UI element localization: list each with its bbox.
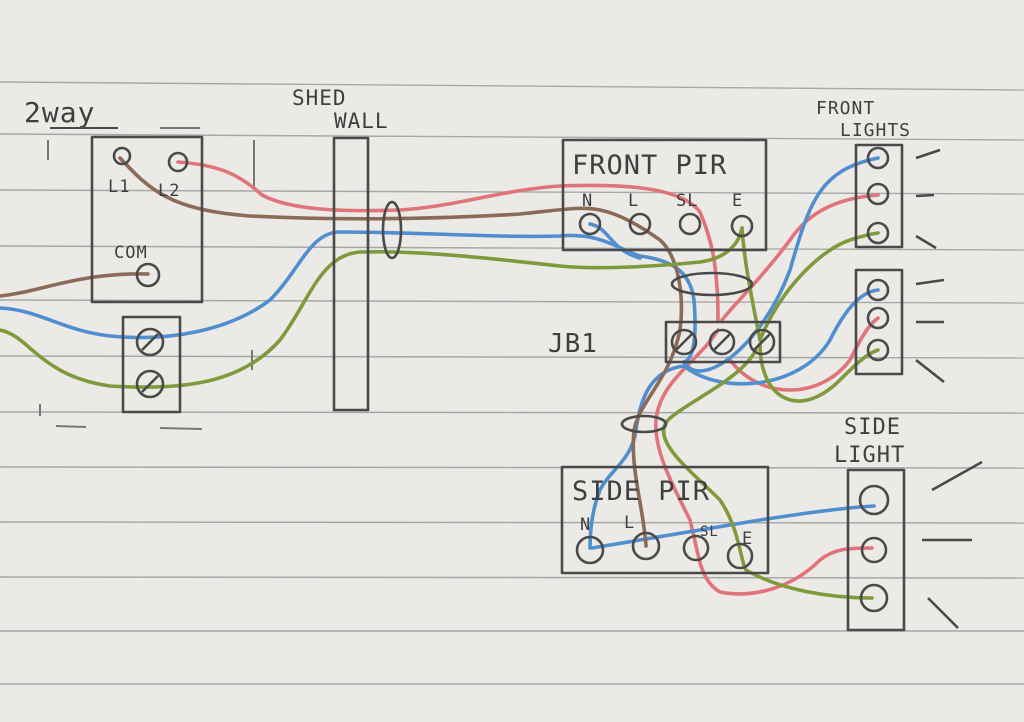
front-light-2-terminal-1 xyxy=(866,278,890,302)
green-wire-jb1-to-side-pir xyxy=(661,348,874,600)
side-pir-l-terminal xyxy=(631,531,661,561)
jb1-terminal-1 xyxy=(670,328,698,356)
front-pir-l-label: L xyxy=(628,191,639,211)
front-pir-sl-label: SL xyxy=(676,191,698,211)
shed-wall-cable-gland xyxy=(381,200,403,260)
side-pir-box xyxy=(560,465,770,575)
front-lights-block-2 xyxy=(854,268,904,376)
side-light-label-line2: LIGHT xyxy=(834,443,905,468)
two-way-switch-l2-terminal xyxy=(167,151,189,173)
blue-wire-jb1-to-side-pir xyxy=(588,364,686,550)
blue-wire-jb1-to-front-lights xyxy=(682,156,880,373)
front-pir-l-terminal xyxy=(628,212,652,236)
connector-terminal-1 xyxy=(135,327,165,357)
front-light-2-terminal-3 xyxy=(866,338,890,362)
front-pir-label: FRONT PIR xyxy=(572,150,727,181)
side-light-label-line1: SIDE xyxy=(844,415,901,440)
jb1-label: JB1 xyxy=(548,329,598,359)
green-wire-jb1-to-front-lights-2 xyxy=(758,342,880,403)
brown-wire-supply-live xyxy=(0,272,150,298)
front-pir-box xyxy=(561,138,768,252)
front-pir-n-label: N xyxy=(582,191,593,211)
side-light-block xyxy=(846,468,906,632)
shed-wall xyxy=(332,136,370,412)
paper-ruled-lines xyxy=(0,81,1024,685)
red-wire-jb1-to-front-lights xyxy=(720,193,880,322)
front-light-1-terminal-2 xyxy=(866,182,890,206)
front-light-1-terminal-1 xyxy=(866,146,890,170)
two-way-switch-com-terminal xyxy=(135,262,161,288)
switch-l2-label: L2 xyxy=(158,181,180,201)
front-pir-e-label: E xyxy=(732,191,743,211)
pencil-marks xyxy=(39,127,255,430)
two-way-label: 2way xyxy=(24,96,95,129)
blue-wire-jb1-to-front-lights-2 xyxy=(682,288,880,386)
red-wire-switch-to-front-pir xyxy=(176,160,720,322)
shed-wall-label-line1: SHED xyxy=(292,86,347,110)
side-pir-e-label: E xyxy=(742,529,753,549)
side-pir-sl-label: SL xyxy=(700,524,719,540)
front-light-1-terminal-3 xyxy=(866,221,890,245)
front-lights-label-line2: LIGHTS xyxy=(840,120,911,141)
side-pir-l-label: L xyxy=(624,513,635,533)
side-light-terminal-3 xyxy=(859,583,889,613)
two-way-switch-l1-terminal xyxy=(112,146,132,166)
front-pir-e-terminal xyxy=(730,214,754,238)
red-wire-jb1-to-side-pir xyxy=(654,328,874,596)
shed-wall-label-line2: WALL xyxy=(334,109,389,133)
side-pir-label: SIDE PIR xyxy=(572,476,710,507)
jb1-terminal-2 xyxy=(708,328,736,356)
connector-terminal-2 xyxy=(135,369,165,399)
components xyxy=(90,135,983,632)
side-pir-e-terminal xyxy=(726,542,754,570)
front-pir-sl-terminal xyxy=(678,212,702,236)
side-pir-n-terminal xyxy=(575,535,605,565)
junction-box-jb1 xyxy=(664,320,782,364)
side-light-terminal-1 xyxy=(858,484,890,516)
front-pir-cable-loop xyxy=(670,271,754,297)
switch-com-label: COM xyxy=(114,243,148,263)
blue-wire-supply-neutral xyxy=(0,230,697,364)
two-way-switch-box xyxy=(90,135,204,304)
blue-wire-front-pir-n xyxy=(588,222,642,260)
jb1-terminal-3 xyxy=(748,328,776,356)
front-lights-block-1 xyxy=(854,143,904,249)
side-pir-n-label: N xyxy=(580,515,591,535)
jb1-cable-loop xyxy=(620,414,668,434)
front-lights-label-line1: FRONT xyxy=(816,98,875,119)
side-pir-sl-terminal xyxy=(682,534,710,562)
front-pir-n-terminal xyxy=(578,212,602,236)
green-wire-supply-earth xyxy=(0,226,744,389)
supply-connector-block xyxy=(121,315,182,414)
labels: 2way L1 L2 COM SHED WALL FRONT PIR N L S… xyxy=(24,86,911,549)
side-light-terminal-2 xyxy=(860,536,888,564)
front-light-2-terminal-2 xyxy=(866,306,890,330)
switch-l1-label: L1 xyxy=(108,177,130,197)
